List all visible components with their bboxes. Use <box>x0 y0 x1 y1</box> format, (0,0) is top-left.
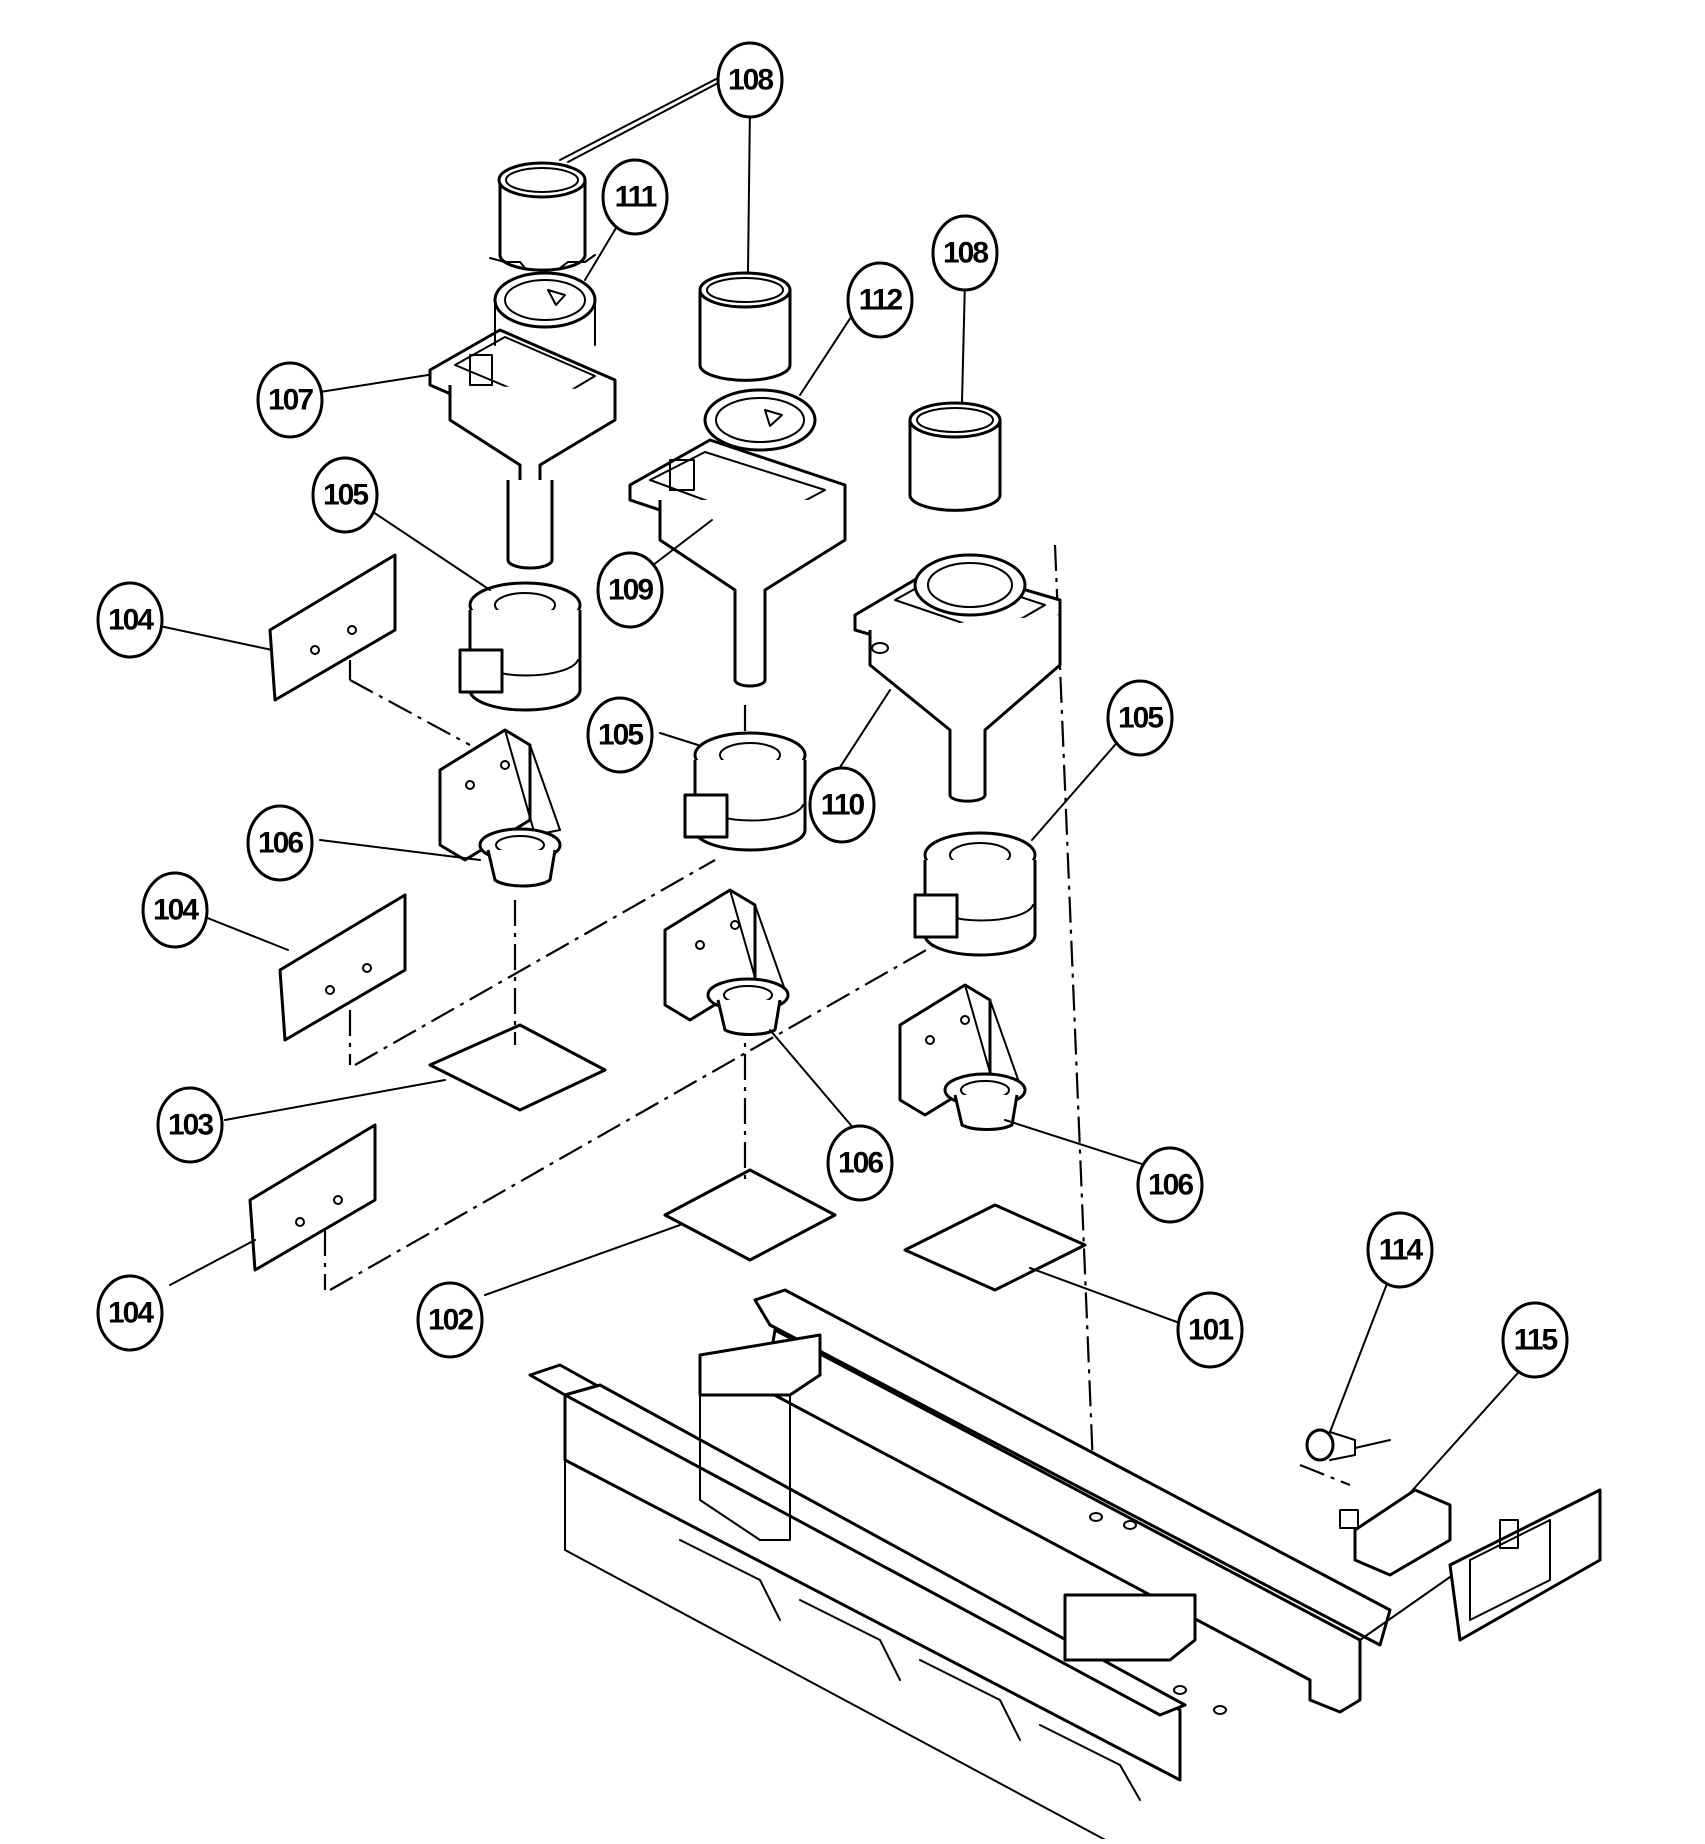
callout-label: 104 <box>153 894 199 927</box>
callout-105-center: 105 <box>586 696 654 774</box>
callout-label: 114 <box>1379 1234 1424 1267</box>
label-plate-bottom <box>248 1123 377 1272</box>
callout-label: 111 <box>615 181 657 214</box>
callout-label: 108 <box>943 237 988 270</box>
leader-lines <box>154 81 1526 1494</box>
burner-assembly-right <box>853 401 1062 1131</box>
callout-label: 112 <box>859 284 903 317</box>
callout-111: 111 <box>601 158 669 236</box>
base-frame-rail <box>528 1288 1461 1844</box>
callout-105-left: 105 <box>311 456 379 534</box>
ignition-switch <box>1305 1428 1602 1642</box>
callout-label: 107 <box>268 384 313 417</box>
label-plate-middle <box>278 893 407 1042</box>
callout-110: 110 <box>808 766 876 844</box>
callout-label: 101 <box>1188 1314 1233 1347</box>
callout-106-center: 106 <box>826 1124 894 1202</box>
callout-101: 101 <box>1176 1291 1244 1369</box>
callout-label: 109 <box>608 574 653 607</box>
gasket-pad-center <box>663 1168 837 1262</box>
callout-108-center <box>559 77 719 161</box>
callout-108-top-left: 108 <box>716 41 784 119</box>
callout-label: 106 <box>1148 1169 1193 1202</box>
burner-assembly-left <box>428 161 617 888</box>
gasket-pad-left <box>428 1023 607 1112</box>
callout-label: 106 <box>258 827 303 860</box>
callout-103: 103 <box>156 1086 224 1164</box>
callout-label: 105 <box>323 479 368 512</box>
callout-label: 110 <box>821 789 865 822</box>
callout-label: 103 <box>168 1109 213 1142</box>
callout-104-middle: 104 <box>141 871 209 949</box>
callout-115: 115 <box>1501 1301 1569 1379</box>
callout-label: 105 <box>1118 702 1163 735</box>
callout-105-right: 105 <box>1106 679 1174 757</box>
callout-104-top: 104 <box>96 581 164 659</box>
callout-label: 105 <box>598 719 643 752</box>
callout-107: 107 <box>256 361 324 439</box>
label-plate-top <box>268 553 397 702</box>
callout-102: 102 <box>416 1281 484 1359</box>
callout-108-right: 108 <box>931 214 999 292</box>
callout-label: 108 <box>728 64 773 97</box>
callout-112: 112 <box>846 261 914 339</box>
callout-106-right: 106 <box>1136 1146 1204 1224</box>
burner-assembly-center <box>628 271 847 1036</box>
callout-109: 109 <box>596 551 664 629</box>
callout-label: 104 <box>108 604 154 637</box>
callout-label: 106 <box>838 1147 883 1180</box>
callout-106-left: 106 <box>246 804 314 882</box>
callout-label: 102 <box>428 1304 473 1337</box>
callout-label: 115 <box>1514 1324 1558 1357</box>
gasket-pad-right <box>903 1203 1087 1292</box>
callout-114: 114 <box>1366 1211 1434 1289</box>
callout-label: 104 <box>108 1297 154 1330</box>
callout-104-bottom: 104 <box>96 1274 164 1352</box>
